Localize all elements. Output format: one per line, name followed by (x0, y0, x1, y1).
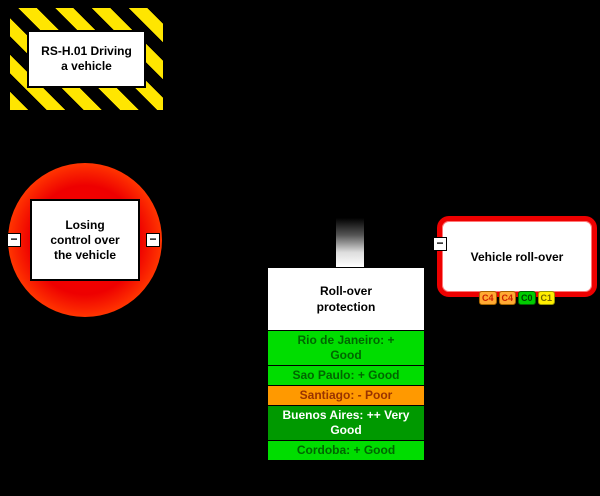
top-event-label: Losing control over the vehicle (30, 199, 140, 281)
barrier-rating-row[interactable]: Sao Paulo: + Good (268, 365, 424, 385)
category-tag[interactable]: C4 (498, 291, 516, 305)
category-tag[interactable]: C4 (478, 291, 497, 305)
barrier-rating-row[interactable]: Buenos Aires: ++ Very Good (268, 405, 424, 440)
barrier-node[interactable]: Roll-over protection Rio de Janeiro: + G… (267, 267, 425, 461)
connector-bar (336, 218, 364, 267)
consequence-label: Vehicle roll-over (437, 216, 597, 297)
collapse-left-button[interactable]: − (7, 233, 21, 247)
collapse-right-button[interactable]: − (146, 233, 160, 247)
barrier-rating-row[interactable]: Rio de Janeiro: + Good (268, 330, 424, 365)
hazard-label: RS-H.01 Driving a vehicle (27, 30, 146, 88)
category-tag[interactable]: C0 (518, 291, 536, 305)
barrier-title: Roll-over protection (316, 284, 376, 314)
barrier-rating-row[interactable]: Santiago: - Poor (268, 385, 424, 405)
barrier-rating-row[interactable]: Cordoba: + Good (268, 440, 424, 460)
collapse-consequence-button[interactable]: − (433, 237, 447, 251)
category-tag[interactable]: C1 (537, 291, 556, 305)
hazard-node[interactable]: RS-H.01 Driving a vehicle (10, 8, 163, 110)
